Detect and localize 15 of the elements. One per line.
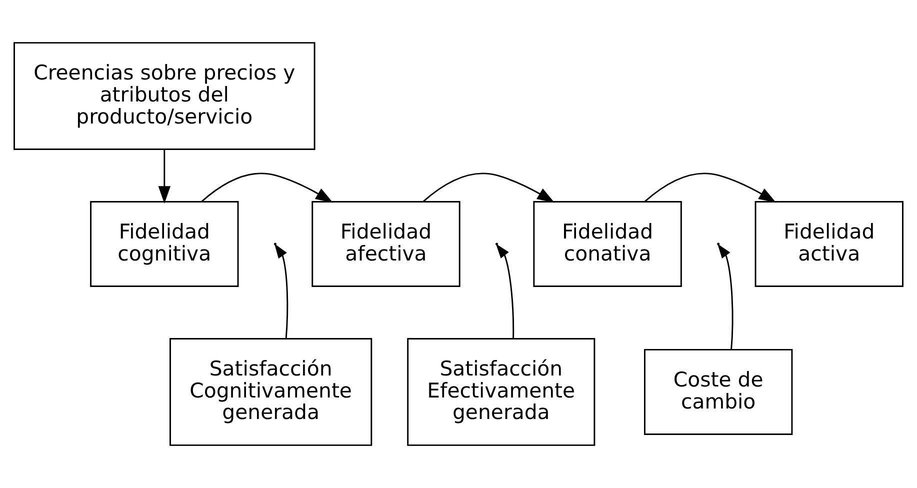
node-box: Fidelidad conativa	[533, 201, 682, 287]
arrow	[717, 244, 734, 350]
node-box: Fidelidad activa	[754, 201, 904, 287]
node-box: Fidelidad afectiva	[312, 201, 460, 287]
arrow	[201, 172, 334, 203]
arrow	[496, 244, 514, 338]
node-box: Fidelidad cognitiva	[90, 201, 239, 287]
node-box: Satisfacción Efectivamente generada	[407, 338, 596, 446]
node-box: Coste de cambio	[644, 348, 793, 435]
arrow	[158, 149, 171, 204]
arrow	[644, 172, 776, 203]
node-box: Creencias sobre precios y atributos del producto/servicio	[14, 42, 316, 150]
arrow	[274, 244, 288, 338]
node-box: Satisfacción Cognitivamente generada	[170, 338, 372, 446]
arrow	[422, 172, 555, 203]
